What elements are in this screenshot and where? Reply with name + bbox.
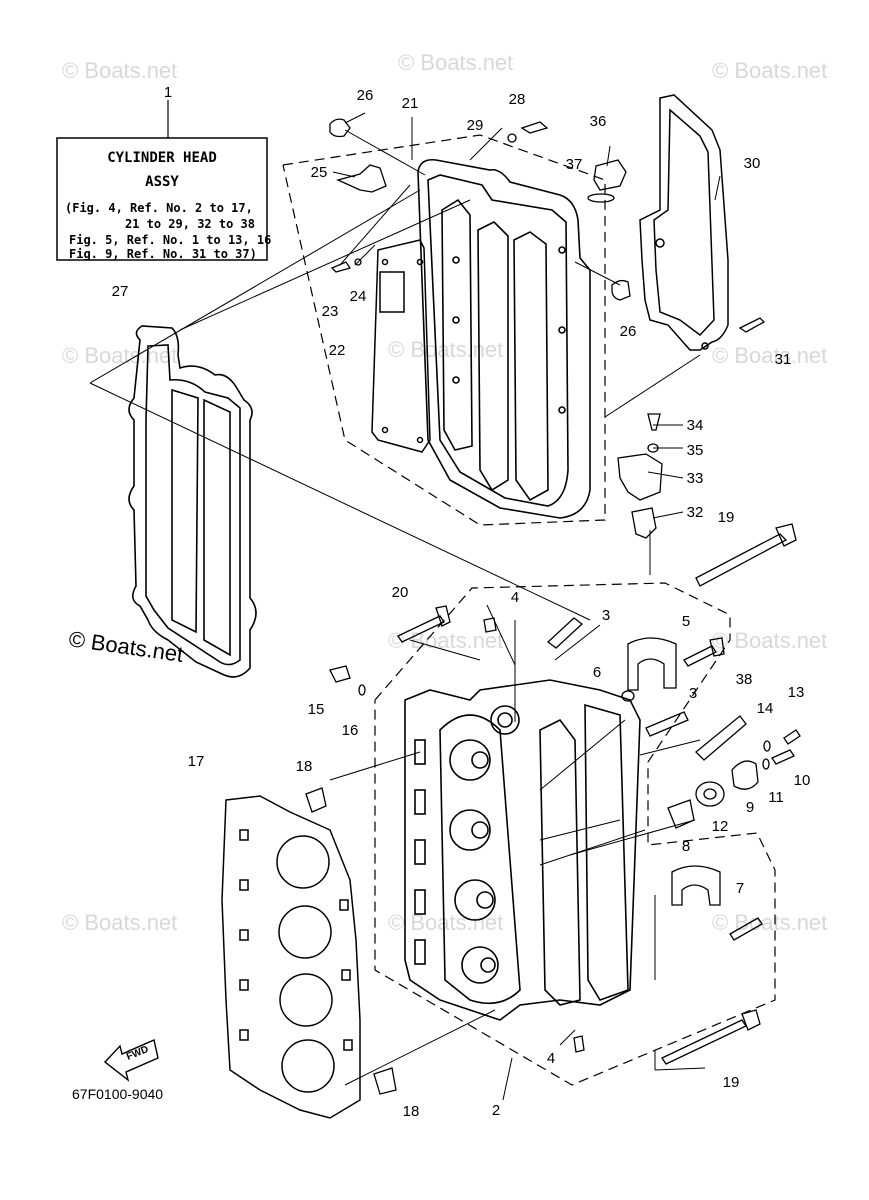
part-label: 26: [620, 323, 637, 340]
part-label: 33: [687, 470, 704, 487]
diagram-code: 67F0100-9040: [72, 1086, 163, 1102]
part-label: 22: [329, 342, 346, 359]
part-label: 36: [590, 113, 607, 130]
watermarks: © Boats.net © Boats.net © Boats.net © Bo…: [62, 50, 827, 935]
cylinder-head-2: [404, 679, 641, 1021]
part-label: 35: [687, 442, 704, 459]
title-note-3: Fig. 5, Ref. No. 1 to 13, 16: [69, 233, 271, 247]
watermark: © Boats.net: [712, 910, 827, 935]
watermark: © Boats.net: [62, 910, 177, 935]
watermark: © Boats.net: [62, 58, 177, 83]
watermark: © Boats.net: [712, 343, 827, 368]
part-label-1: 1: [164, 84, 172, 101]
lower-small-parts: [305, 523, 801, 1095]
part-label: 6: [593, 664, 601, 681]
part-label: 10: [794, 772, 811, 789]
part-label: 31: [775, 351, 792, 368]
title-note-1: (Fig. 4, Ref. No. 2 to 17,: [65, 201, 253, 215]
head-gasket-17: [221, 795, 361, 1119]
part-label: 28: [509, 91, 526, 108]
cover-plate-22: [371, 239, 431, 453]
part-label: 25: [311, 164, 328, 181]
watermark: © Boats.net: [712, 58, 827, 83]
part-label: 27: [112, 283, 129, 300]
part-label: 18: [403, 1103, 420, 1120]
cylinder-head-cover-21: [417, 158, 591, 519]
part-label: 13: [788, 684, 805, 701]
part-label: 38: [736, 671, 753, 688]
part-label: 11: [768, 789, 784, 806]
part-label: 26: [357, 87, 374, 104]
part-label: 19: [718, 509, 735, 526]
part-label: 14: [757, 700, 774, 717]
part-label: 20: [392, 584, 409, 601]
title-line-2: ASSY: [145, 174, 179, 190]
part-label: 8: [682, 838, 690, 855]
part-label: 32: [687, 504, 704, 521]
part-label: 30: [744, 155, 761, 172]
watermark: © Boats.net: [398, 50, 513, 75]
part-label: 37: [566, 156, 583, 173]
watermark: © Boats.net: [712, 628, 827, 653]
part-label: 3: [689, 685, 697, 702]
part-label: 4: [511, 589, 519, 606]
watermark: © Boats.net: [388, 337, 503, 362]
watermark: © Boats.net: [62, 343, 177, 368]
part-label: 2: [492, 1102, 500, 1119]
assembly-title-box: CYLINDER HEAD ASSY (Fig. 4, Ref. No. 2 t…: [56, 100, 271, 261]
part-label: 3: [602, 607, 610, 624]
part-label: 7: [736, 880, 744, 897]
part-label: 34: [687, 417, 704, 434]
watermark: © Boats.net: [388, 910, 503, 935]
part-label: 4: [547, 1050, 555, 1067]
title-note-4: Fig. 9, Ref. No. 31 to 37): [69, 247, 257, 261]
upper-small-parts: [329, 118, 766, 539]
part-label: 12: [712, 818, 729, 835]
bracket-30: [639, 94, 729, 351]
part-label: 9: [746, 799, 754, 816]
part-number-labels: 1 26 21 28 29 36 37 30 25 27 23 24 26 22…: [112, 84, 811, 1120]
valve-cover-gasket-27: [128, 325, 257, 678]
part-label: 15: [308, 701, 325, 718]
part-label: 18: [296, 758, 313, 775]
part-label: 24: [350, 288, 367, 305]
leader-lines: [89, 112, 721, 1101]
part-label: 21: [402, 95, 419, 112]
forward-arrow-icon: FWD: [103, 1039, 159, 1082]
part-label: 19: [723, 1074, 740, 1091]
part-label: 16: [342, 722, 359, 739]
part-label: 17: [188, 753, 205, 770]
part-label: 29: [467, 117, 484, 134]
title-line-1: CYLINDER HEAD: [107, 150, 217, 166]
watermark-prominent: © Boats.net: [67, 626, 185, 667]
title-note-2: 21 to 29, 32 to 38: [125, 217, 255, 231]
part-label: 23: [322, 303, 339, 320]
part-label: 5: [682, 613, 690, 630]
group-outlines: [282, 134, 776, 1086]
